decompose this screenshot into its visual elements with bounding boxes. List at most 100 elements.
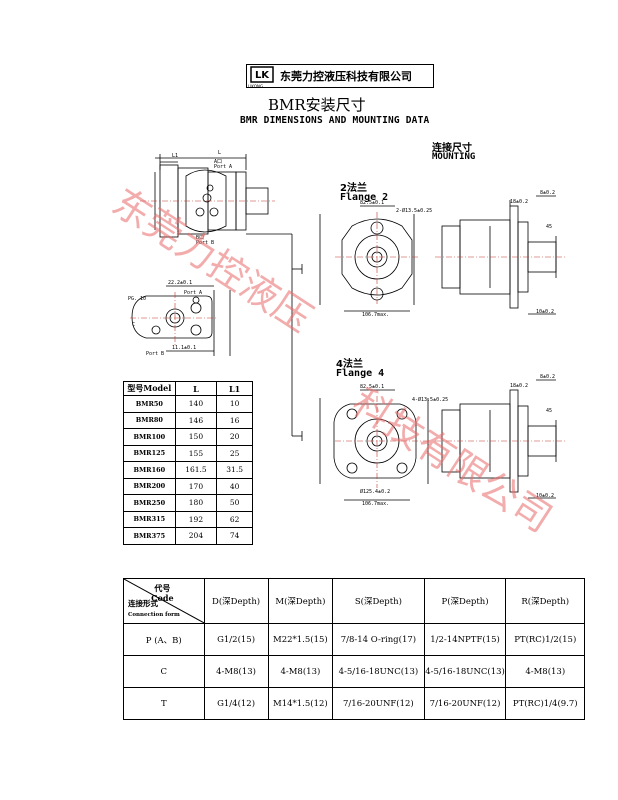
r-cell: PT(RC)1/4(9.7) <box>505 687 585 720</box>
form-cell: T <box>123 687 205 720</box>
page-title-en: BMR DIMENSIONS AND MOUNTING DATA <box>240 115 430 126</box>
flange2-hole-note: 2-Ø13.5±0.25 <box>396 208 433 214</box>
corner-form-en: Connection form <box>128 612 180 618</box>
dim-82-4: 82.5±0.1 <box>360 384 385 390</box>
header-l: L <box>174 381 218 396</box>
s-cell: 7/16-20UNF(12) <box>332 687 425 720</box>
header-l1: L1 <box>216 381 253 396</box>
l1-cell: 25 <box>216 444 253 462</box>
m-cell: M14*1.5(12) <box>267 687 334 720</box>
label-b-port: B口 <box>196 235 205 241</box>
m-cell: M22*1.5(15) <box>267 623 334 656</box>
dim-125: Ø125.4±0.2 <box>360 489 391 495</box>
dim-10-4: 10±0.2 <box>536 493 555 499</box>
dim-8-4: 8±0.2 <box>540 374 556 380</box>
form-cell: C <box>123 655 205 688</box>
model-cell: BMR125 <box>123 444 176 462</box>
l1-cell: 50 <box>216 494 253 512</box>
page-title-cn: BMR安装尺寸 <box>268 96 366 114</box>
label-port-b2: Port B <box>146 351 165 357</box>
l-cell: 161.5 <box>174 461 218 479</box>
p-cell: 4-5/16-18UNC(13) <box>423 655 507 688</box>
flange4-hole-note: 4-Ø13.5±0.25 <box>412 397 449 403</box>
l1-cell: 40 <box>216 477 253 495</box>
dim-8: 8±0.2 <box>540 190 556 196</box>
l-cell: 140 <box>174 395 218 413</box>
model-cell: BMR50 <box>123 395 176 413</box>
dim-82: 82.5±0.1 <box>360 200 385 206</box>
flange4-title-en: Flange 4 <box>336 368 385 379</box>
r-cell: PT(RC)1/2(15) <box>505 623 585 656</box>
p-cell: 1/2-14NPTF(15) <box>423 623 507 656</box>
l1-cell: 62 <box>216 510 253 528</box>
logo-text: LK <box>255 70 270 81</box>
d-cell: G1/4(12) <box>203 687 269 720</box>
model-cell: BMR250 <box>123 494 176 512</box>
label-pg: PG. 10 <box>128 296 147 302</box>
model-cell: BMR100 <box>123 428 176 446</box>
l1-cell: 20 <box>216 428 253 446</box>
mounting-title-cn: 连接尺寸 <box>432 143 472 154</box>
corner-form-cn: 连接形式 <box>128 599 158 608</box>
l1-cell: 16 <box>216 411 253 429</box>
model-cell: BMR80 <box>123 411 176 429</box>
label-port-b: Port B <box>196 240 215 246</box>
company-name: 东莞力控液压科技有限公司 <box>280 70 412 83</box>
header-s: S(深Depth) <box>332 578 425 624</box>
l-cell: 150 <box>174 428 218 446</box>
label-port-a: Port A <box>214 164 233 170</box>
dim-18-4: 18±0.2 <box>510 383 529 389</box>
dim-22: 22.2±0.1 <box>168 280 193 286</box>
flange2-title-en: Flange 2 <box>340 192 389 203</box>
mounting-title-en: MOUNTING <box>432 152 476 162</box>
model-cell: BMR375 <box>123 527 176 545</box>
flange4-title-cn: 4法兰 <box>336 359 363 370</box>
dim-11: 11.1±0.1 <box>172 345 197 351</box>
model-cell: BMR200 <box>123 477 176 495</box>
s-cell: 7/8-14 O-ring(17) <box>332 623 425 656</box>
l-cell: 192 <box>174 510 218 528</box>
l-cell: 180 <box>174 494 218 512</box>
dim-45: 45 <box>546 224 553 230</box>
table-row: C 4-M8(13) 4-M8(13) 4-5/16-18UNC(13) 4-5… <box>123 655 585 688</box>
corner-diagonal <box>124 579 206 624</box>
dim-106max: 106.7max. <box>362 312 390 318</box>
model-cell: BMR160 <box>123 461 176 479</box>
l1-cell: 10 <box>216 395 253 413</box>
s-cell: 4-5/16-18UNC(13) <box>332 655 425 688</box>
corner-code-en: Code <box>151 593 174 603</box>
r-cell: 4-M8(13) <box>505 655 585 688</box>
l-cell: 155 <box>174 444 218 462</box>
m-cell: 4-M8(13) <box>267 655 334 688</box>
d-cell: 4-M8(13) <box>203 655 269 688</box>
company-logo: LK <box>250 66 274 83</box>
model-table-header: 型号Model L L1 <box>123 381 253 396</box>
table-row: P (A、B) G1/2(15) M22*1.5(15) 7/8-14 O-ri… <box>123 623 585 656</box>
header-m: M(深Depth) <box>267 578 334 624</box>
table-row: T G1/4(12) M14*1.5(12) 7/16-20UNF(12) 7/… <box>123 687 585 720</box>
dim-18: 18±0.2 <box>510 199 529 205</box>
flange2-title-cn: 2法兰 <box>340 183 367 194</box>
dim-106max-4: 106.7max. <box>362 501 390 507</box>
model-cell: BMR315 <box>123 510 176 528</box>
header-d: D(深Depth) <box>203 578 269 624</box>
company-banner <box>246 64 434 88</box>
l1-cell: 74 <box>216 527 253 545</box>
label-port-a2: Port A <box>184 290 203 296</box>
l-cell: 146 <box>174 411 218 429</box>
dim-l: L <box>218 150 222 156</box>
l-cell: 204 <box>174 527 218 545</box>
